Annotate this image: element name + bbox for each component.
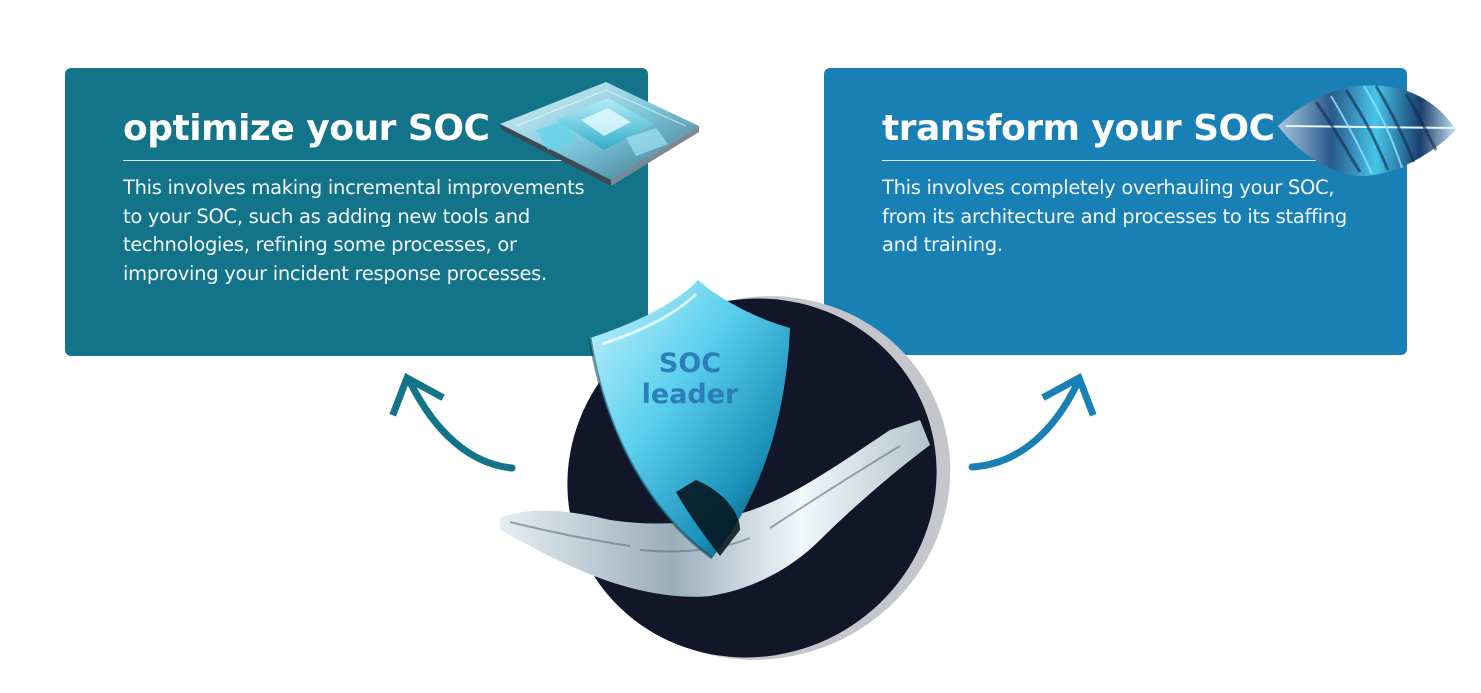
- transform-title: transform your SOC: [882, 108, 1275, 149]
- shield-label-line2: leader: [641, 379, 739, 410]
- curved-arrow-right-icon: [968, 373, 1097, 471]
- hand-holding-shield-icon: [500, 280, 951, 660]
- shield-label-line1: SOC: [658, 348, 722, 379]
- transform-description: This involves completely overhauling you…: [882, 176, 1347, 256]
- title-divider: [882, 160, 1322, 161]
- curved-arrow-left-icon: [389, 373, 516, 472]
- crystal-plate-icon: [500, 82, 699, 185]
- optimize-title: optimize your SOC: [123, 108, 490, 149]
- transform-card: transform your SOC This involves complet…: [824, 68, 1407, 355]
- soc-leader-illustration: SOC leader: [490, 270, 970, 680]
- optimize-description: This involves making incremental improve…: [123, 176, 585, 285]
- twisted-sculpture-icon: [1278, 85, 1456, 177]
- title-divider: [123, 160, 563, 161]
- shield-label: SOC leader: [630, 348, 750, 410]
